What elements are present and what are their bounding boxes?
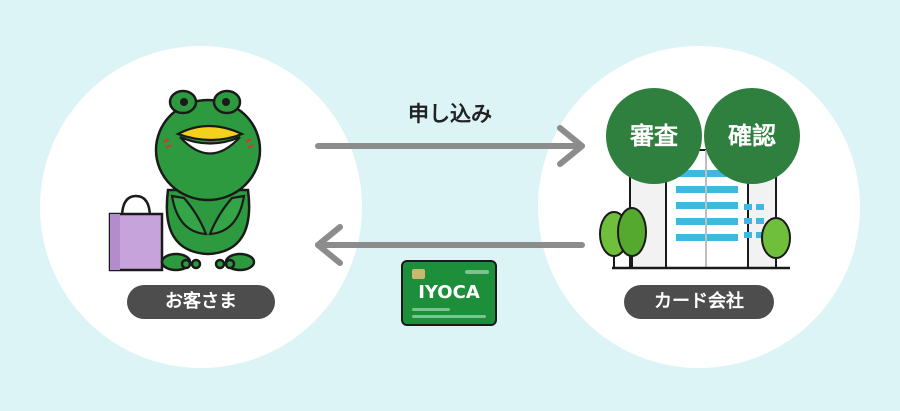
- tree-icon: [599, 207, 647, 268]
- card-line: [412, 315, 486, 318]
- customer-label: お客さま: [127, 285, 275, 319]
- credit-card-icon: IYOCA: [401, 260, 497, 326]
- company-label: カード会社: [624, 285, 774, 319]
- card-line: [412, 308, 450, 311]
- card-brand: IYOCA: [418, 282, 480, 303]
- shopping-bag-icon: [108, 194, 164, 272]
- tree-icon: [761, 217, 791, 268]
- card-chip: [412, 269, 425, 279]
- issue-arrow: [315, 224, 585, 266]
- card-stripe: [465, 270, 489, 274]
- apply-label: 申し込み: [408, 102, 492, 126]
- review-badge: 審査: [606, 88, 702, 184]
- confirm-badge: 確認: [704, 88, 800, 184]
- apply-arrow: [315, 125, 585, 167]
